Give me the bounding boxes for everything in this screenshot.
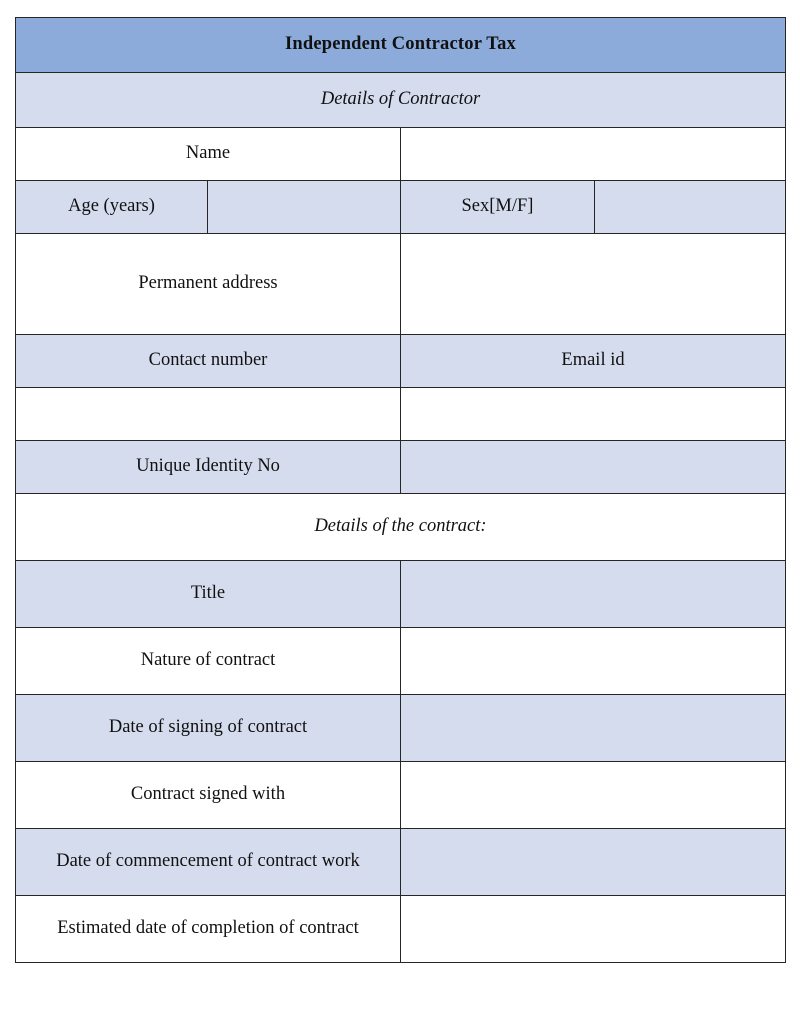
contract-row-label: Title [15, 560, 401, 628]
age-label: Age (years) [15, 180, 208, 234]
contract-row-label: Contract signed with [15, 761, 401, 829]
contract-section-row: Details of the contract: [14, 493, 787, 561]
contract-section-heading: Details of the contract: [14, 493, 787, 561]
permanent-address-input[interactable] [399, 233, 787, 335]
age-input[interactable] [207, 180, 401, 234]
table-row: Nature of contract [15, 627, 787, 695]
contractor-section-heading: Details of Contractor [14, 72, 787, 128]
email-id-input[interactable] [399, 387, 787, 441]
contract-row-input[interactable] [399, 828, 787, 896]
contract-row-label: Nature of contract [15, 627, 401, 695]
contract-row-input[interactable] [399, 694, 787, 762]
permanent-address-row: Permanent address [15, 233, 787, 335]
contact-email-value-row [15, 387, 787, 441]
contract-row-input[interactable] [399, 627, 787, 695]
contract-row-label: Date of signing of contract [15, 694, 401, 762]
contact-number-input[interactable] [15, 387, 401, 441]
sex-input[interactable] [593, 180, 787, 234]
table-row: Date of signing of contract [15, 694, 787, 762]
contractor-tax-form: Independent Contractor Tax Details of Co… [14, 17, 787, 963]
table-row: Contract signed with [15, 761, 787, 829]
name-input[interactable] [399, 127, 787, 181]
contractor-section-row: Details of Contractor [14, 72, 787, 128]
permanent-address-label: Permanent address [15, 233, 401, 335]
unique-identity-row: Unique Identity No [15, 440, 787, 494]
sex-label: Sex[M/F] [400, 180, 595, 234]
page-title: Independent Contractor Tax [14, 17, 787, 73]
unique-identity-input[interactable] [399, 440, 787, 494]
contract-row-input[interactable] [399, 560, 787, 628]
contract-row-input[interactable] [399, 761, 787, 829]
contract-row-label: Date of commencement of contract work [15, 828, 401, 896]
form-title-row: Independent Contractor Tax [14, 17, 787, 73]
table-row: Estimated date of completion of contract [15, 895, 787, 963]
contact-number-label: Contact number [15, 334, 401, 388]
unique-identity-label: Unique Identity No [15, 440, 401, 494]
age-sex-row: Age (years) Sex[M/F] [15, 180, 787, 234]
contract-row-label: Estimated date of completion of contract [15, 895, 401, 963]
contact-email-label-row: Contact number Email id [15, 334, 787, 388]
table-row: Title [15, 560, 787, 628]
email-id-label: Email id [399, 334, 787, 388]
name-label: Name [15, 127, 401, 181]
name-row: Name [15, 127, 787, 181]
table-row: Date of commencement of contract work [15, 828, 787, 896]
contract-row-input[interactable] [399, 895, 787, 963]
